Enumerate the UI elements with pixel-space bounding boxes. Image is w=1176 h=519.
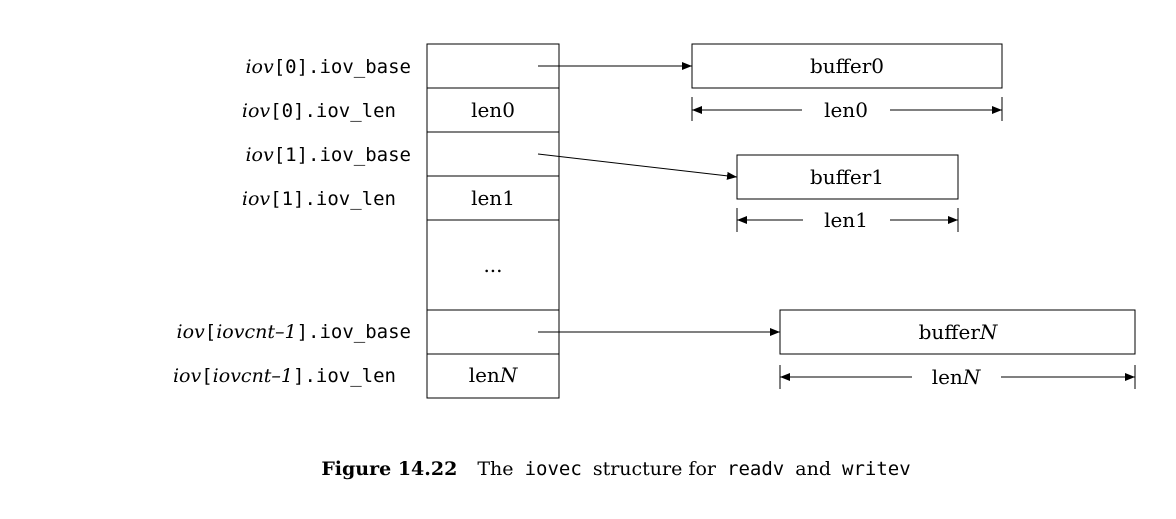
iovec-cell-text-ellipsis: ...	[483, 253, 502, 277]
iovec-cell-text-len0: len0	[471, 98, 515, 122]
row-label-iovcnt-base: iov[iovcnt–1].iov_base	[177, 321, 411, 343]
bufferN-length-label: lenN	[932, 365, 982, 389]
iovec-cell-iovcnt-len	[426, 353, 560, 399]
bufferN-box	[779, 309, 1136, 355]
buffer1-length-label: len1	[824, 208, 868, 232]
iovec-cell-text-lenN: lenN	[469, 363, 519, 387]
svg-text:iov[1].iov_base: iov[1].iov_base	[245, 144, 411, 166]
row-label-iov1-len: iov[1].iov_len	[242, 188, 396, 210]
svg-text:iov[iovcnt–1].iov_base: iov[iovcnt–1].iov_base	[177, 321, 411, 343]
buffer0: buffer0 len0	[691, 43, 1003, 122]
buffer0-length-label: len0	[824, 98, 868, 122]
pointer-arrow-buffer1	[537, 153, 738, 180]
row-label-iovcnt-len: iov[iovcnt–1].iov_len	[173, 365, 396, 387]
row-label-iov1-base: iov[1].iov_base	[245, 144, 411, 166]
bufferN-label: bufferN	[919, 320, 999, 344]
iovec-array: len0 len1 ... lenN	[426, 43, 560, 399]
buffer1: buffer1 len1	[736, 154, 959, 232]
svg-text:iov[0].iov_len: iov[0].iov_len	[242, 100, 396, 122]
row-label-iov0-len: iov[0].iov_len	[242, 100, 396, 122]
bufferN: bufferN lenN	[779, 309, 1136, 389]
svg-text:iov[0].iov_base: iov[0].iov_base	[245, 56, 411, 78]
buffer1-label: buffer1	[810, 165, 884, 189]
svg-text:iov[iovcnt–1].iov_len: iov[iovcnt–1].iov_len	[173, 365, 396, 387]
buffer1-box	[736, 154, 959, 200]
buffer0-box	[691, 43, 1003, 89]
svg-text:iov[1].iov_len: iov[1].iov_len	[242, 188, 396, 210]
figure-caption: Figure 14.22 The iovec structure for rea…	[321, 458, 910, 480]
buffer0-label: buffer0	[810, 54, 884, 78]
row-label-iov0-base: iov[0].iov_base	[245, 56, 411, 78]
iovec-cell-text-len1: len1	[471, 186, 515, 210]
